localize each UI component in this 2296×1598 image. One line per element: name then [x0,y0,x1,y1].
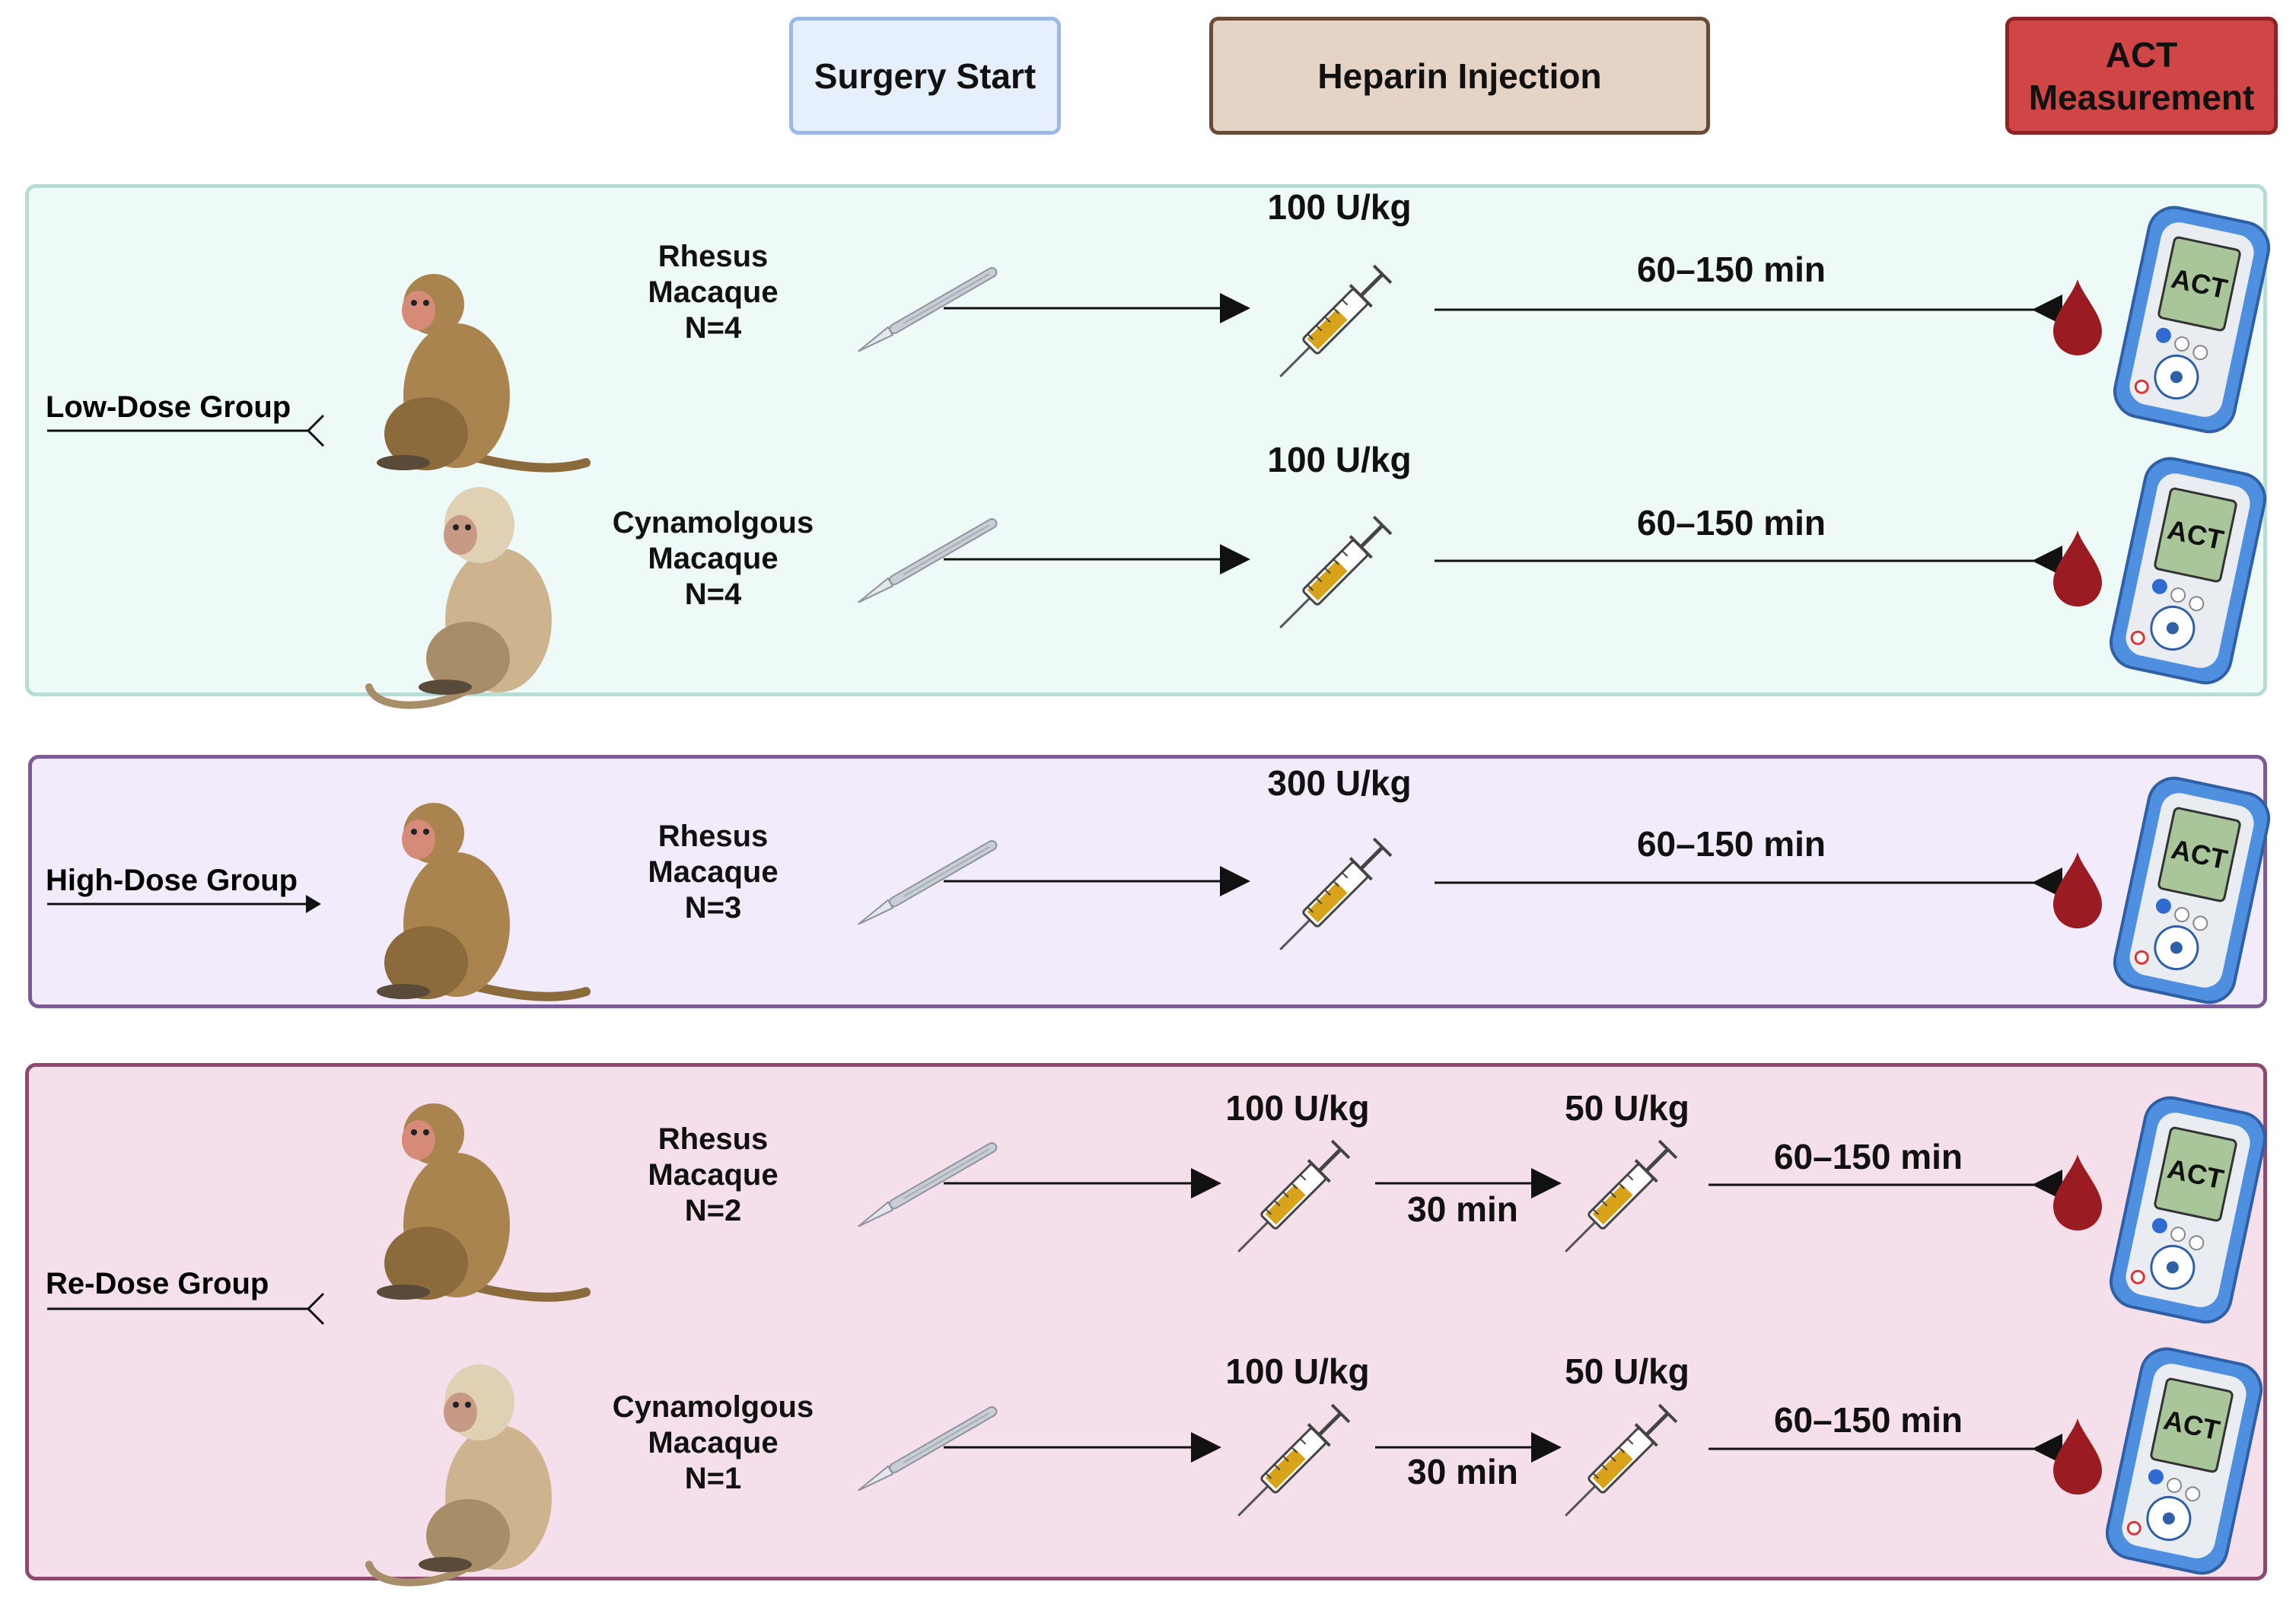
cynomolgus-monkey-icon [365,487,552,709]
surgery-to-injection-arrow [944,1432,1221,1463]
blood-drop-icon [2053,852,2102,928]
species-name-line2: Macaque [648,1158,778,1192]
surgery-to-injection-arrow [944,293,1250,323]
cynomolgus-monkey-icon [365,1364,552,1587]
re-dose-panel [25,1063,2267,1580]
group-size-label: N=3 [685,891,742,925]
species-name-line1: Cynamolgous [613,1390,814,1424]
species-name-line1: Rhesus [658,1122,769,1156]
act-device-icon: ACT [2109,457,2267,685]
act-header-line1: ACT [2105,34,2178,75]
blood-drop-icon [2053,530,2102,606]
syringe-icon [1279,837,1393,950]
surgery-to-injection-arrow [944,1168,1221,1198]
second-dose-label: 50 U/kg [1565,1088,1689,1128]
measurement-interval-arrow [1708,1170,2062,1200]
re-dose-bracket [47,1292,325,1326]
group-size-label: N=2 [685,1194,742,1227]
redose-interval-arrow [1375,1432,1562,1463]
heparin-dose-label: 100 U/kg [1267,440,1411,479]
heparin-dose-label: 100 U/kg [1267,187,1411,227]
heparin-dose-label: 100 U/kg [1225,1351,1369,1391]
second-dose-label: 50 U/kg [1565,1351,1689,1391]
high-dose-arrow [47,895,321,913]
surgery-to-injection-arrow [944,866,1250,896]
rhesus-monkey-icon [377,1103,591,1302]
act-header-line2: Measurement [2028,77,2255,117]
measurement-interval-arrow [1435,294,2062,325]
syringe-icon [1237,1139,1351,1253]
group-size-label: N=4 [685,311,742,345]
scalpel-icon [858,1142,998,1227]
heparin-dose-label: 300 U/kg [1267,763,1411,803]
syringe-icon [1565,1139,1678,1253]
species-name-line1: Cynamolgous [613,506,814,540]
measurement-interval-label: 60–150 min [1637,824,1826,864]
blood-drop-icon [2053,1154,2102,1230]
syringe-icon [1565,1403,1678,1517]
scalpel-icon [858,267,998,352]
act-device-icon: ACT [2109,1096,2267,1324]
species-name-line1: Rhesus [658,820,769,853]
syringe-icon [1279,515,1393,629]
scalpel-icon [858,840,998,925]
act-measurement-header: ACT Measurement [2005,17,2278,135]
blood-drop-icon [2053,279,2102,355]
species-name-line2: Macaque [648,855,778,889]
redose-interval-label: 30 min [1407,1189,1518,1229]
group-size-label: N=4 [685,578,742,611]
syringe-icon [1279,264,1393,377]
rhesus-monkey-icon [377,274,591,473]
measurement-interval-label: 60–150 min [1774,1137,1963,1176]
surgery-start-label: Surgery Start [814,56,1037,96]
species-name-line2: Macaque [648,1426,778,1460]
act-device-icon: ACT [2113,776,2271,1004]
species-name-line2: Macaque [648,542,778,575]
measurement-interval-arrow [1435,546,2062,576]
heparin-injection-label: Heparin Injection [1317,56,1602,96]
group-size-label: N=1 [685,1462,742,1495]
measurement-interval-arrow [1708,1434,2062,1464]
high-dose-group-label: High-Dose Group [46,864,298,897]
measurement-interval-arrow [1435,867,2062,898]
measurement-interval-label: 60–150 min [1774,1400,1963,1440]
measurement-interval-label: 60–150 min [1637,503,1826,543]
re-dose-group-label: Re-Dose Group [46,1267,269,1300]
syringe-icon [1237,1403,1351,1517]
low-dose-bracket [47,414,325,447]
rhesus-monkey-icon [377,803,591,1001]
redose-interval-arrow [1375,1168,1562,1198]
low-dose-group-label: Low-Dose Group [46,390,291,424]
blood-drop-icon [2053,1418,2102,1495]
redose-interval-label: 30 min [1407,1452,1518,1491]
act-device-icon: ACT [2113,205,2271,434]
surgery-to-injection-arrow [944,544,1250,575]
act-device-icon: ACT [2105,1347,2263,1575]
species-name-line1: Rhesus [658,240,769,273]
heparin-injection-header: Heparin Injection [1209,17,1710,135]
species-name-line2: Macaque [648,275,778,309]
scalpel-icon [858,518,998,603]
scalpel-icon [858,1406,998,1491]
heparin-dose-label: 100 U/kg [1225,1088,1369,1128]
surgery-start-header: Surgery Start [789,17,1061,135]
measurement-interval-label: 60–150 min [1637,250,1826,289]
